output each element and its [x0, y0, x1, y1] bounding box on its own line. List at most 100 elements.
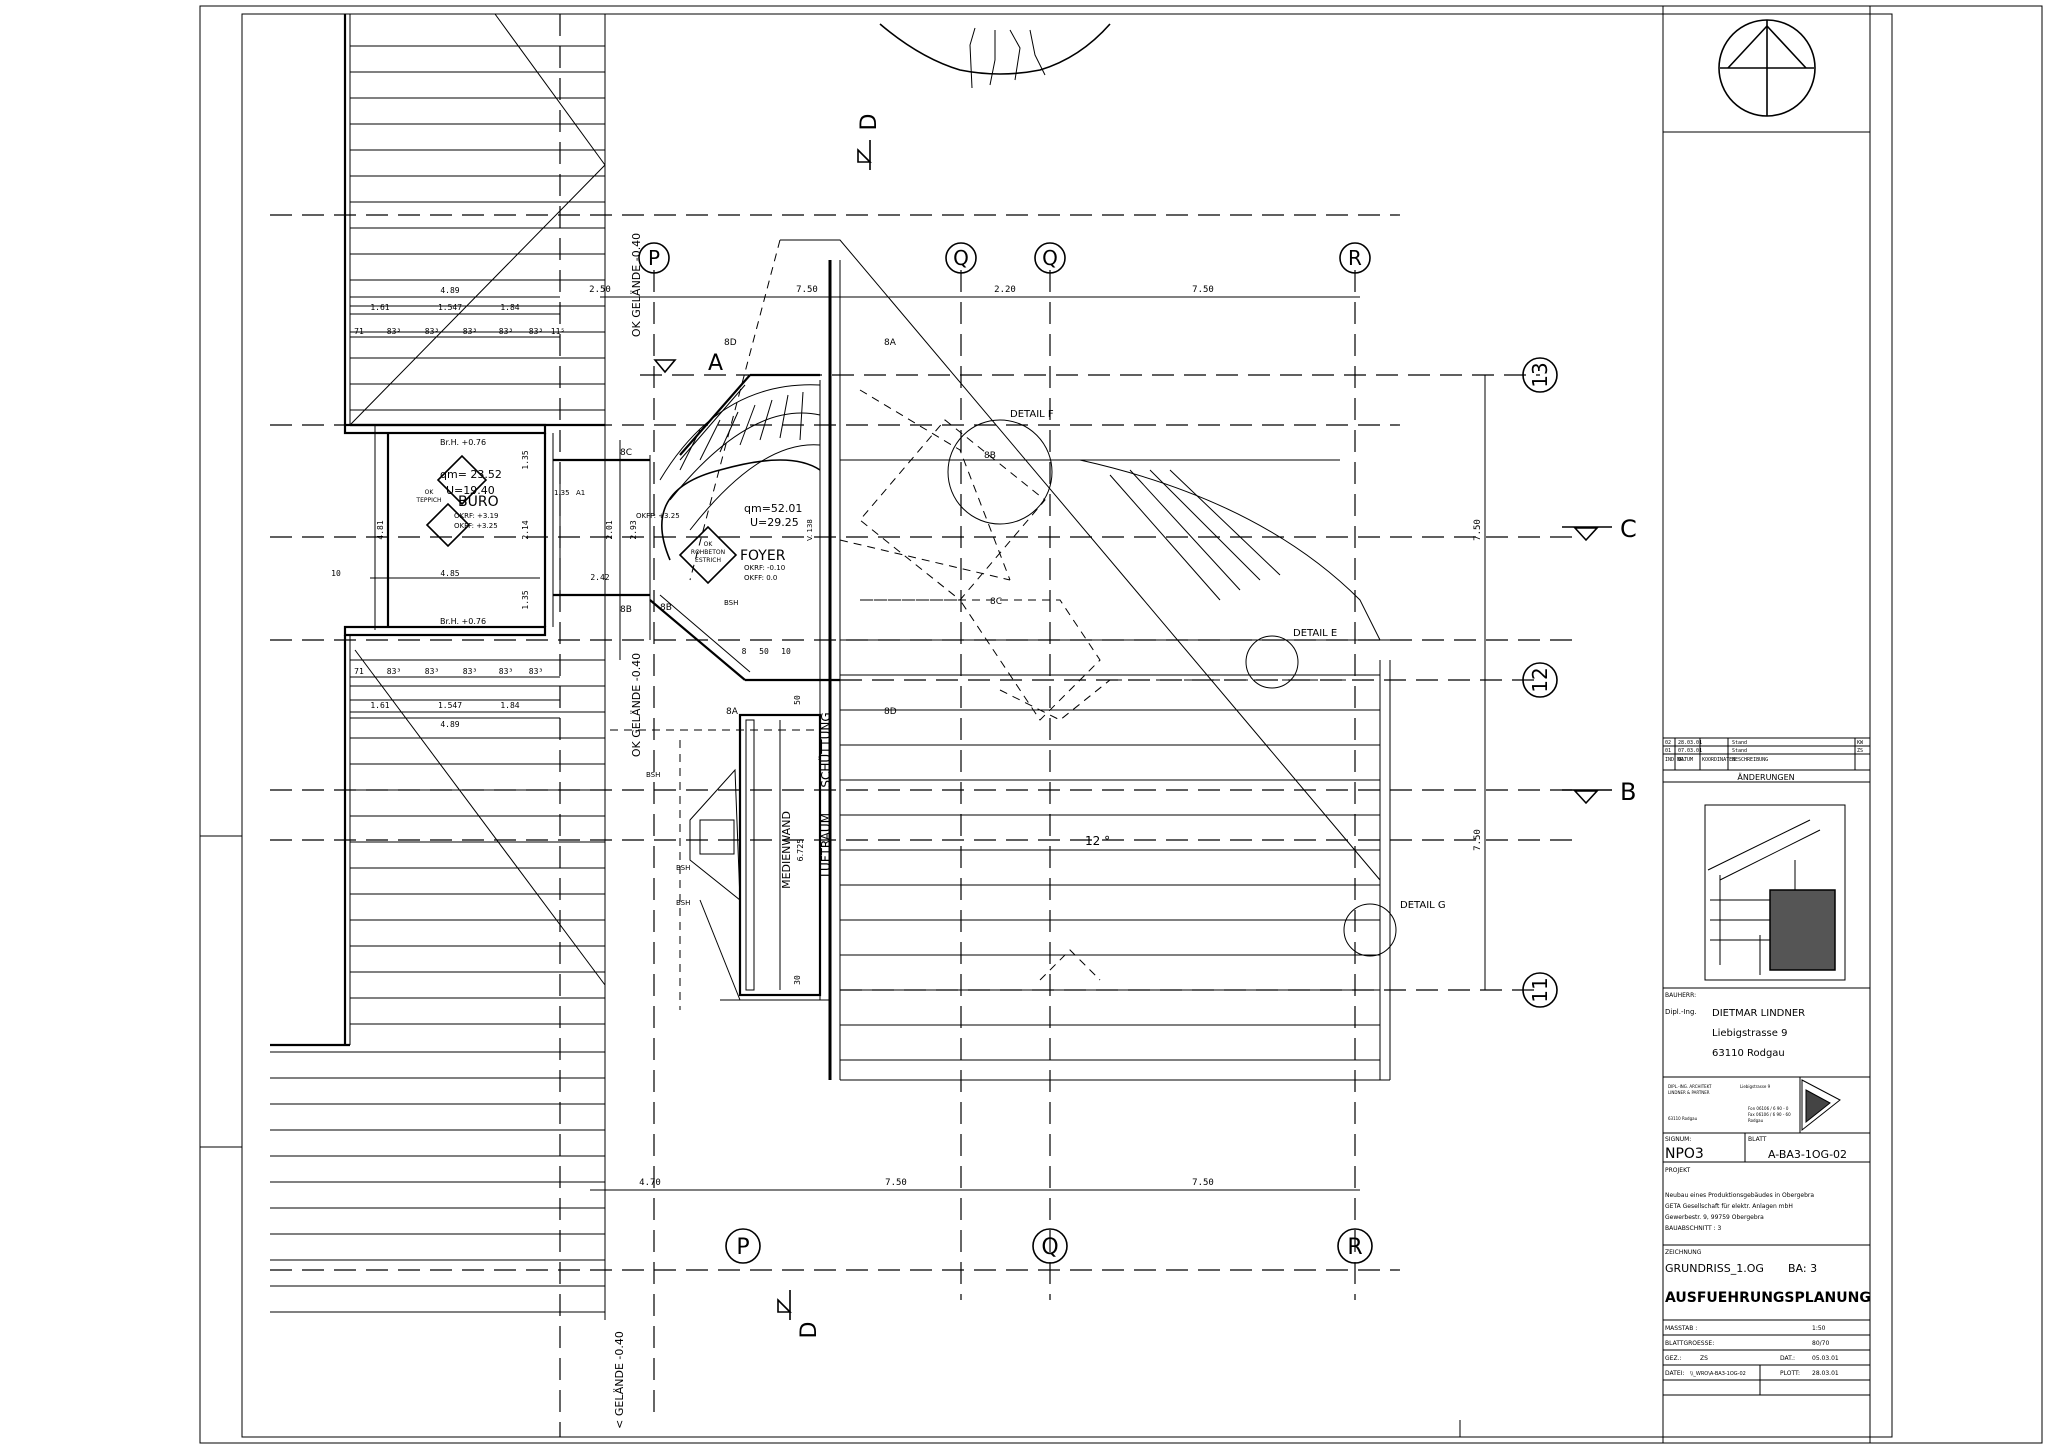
tag-bsh-1: BSH — [646, 771, 660, 779]
gez-value: ZS — [1700, 1355, 1708, 1362]
projekt-line1: Neubau eines Produktionsgebäudes in Ober… — [1665, 1192, 1814, 1199]
axis-bubble-q-top — [1034, 242, 1066, 274]
foyer-okff: OKFF: 0.0 — [744, 574, 777, 582]
roof-lower-left — [270, 635, 606, 1320]
dim-buero-481: 4.81 — [376, 520, 385, 539]
dim-top-q-r: 7.50 — [1192, 285, 1214, 295]
dim-mid-201: 2.01 — [605, 520, 614, 539]
axis-label-r-bottom: R — [1347, 1235, 1362, 1260]
dim-lower-184: 1.84 — [500, 701, 519, 710]
massstab-label: MASSTAB : — [1665, 1325, 1697, 1332]
dat-label: DAT.: — [1780, 1355, 1795, 1362]
dim-lower-161: 1.61 — [370, 701, 389, 710]
rev-header-datum: DATUM — [1678, 757, 1693, 763]
detail-g-circle — [1343, 903, 1397, 957]
tree-symbol — [879, 23, 1111, 89]
dim-bottom-q-r: 7.50 — [1192, 1178, 1214, 1188]
section-a: A — [708, 351, 723, 376]
dim-buero-135b: 1.35 — [521, 590, 530, 609]
axis-label-r-top: R — [1348, 246, 1362, 270]
axis-label-12: 12 — [1528, 667, 1552, 692]
dim-lower-71: 71 — [354, 667, 364, 676]
architect-mail: Rodgau — [1748, 1118, 1764, 1123]
detail-f-label: DETAIL F — [1010, 409, 1054, 420]
foyer-tag-1: OK — [704, 541, 714, 548]
rev-01-by: ZS — [1857, 748, 1863, 754]
tag-v138: V. 138 — [806, 519, 814, 541]
dim-upper-833b: 83³ — [425, 327, 439, 336]
dim-buero-485: 4.85 — [440, 569, 459, 578]
tag-8c: 8C — [620, 448, 632, 458]
tag-bsh-2: BSH — [676, 864, 690, 872]
blatt-value: A-BA3-1OG-02 — [1768, 1148, 1847, 1161]
dim-mid-293: 2.93 — [629, 520, 638, 539]
buero-tag-2: TEPPICH — [415, 497, 441, 504]
axis-bubbles — [638, 242, 1558, 1264]
axis-label-13: 13 — [1528, 362, 1552, 387]
sheet-inner-border — [241, 13, 1893, 1438]
grid-lines — [270, 14, 1580, 1437]
dim-lw-30: 30 — [793, 975, 802, 985]
dim-foyer-8: 8 — [742, 647, 747, 656]
dim-upper-833d: 83³ — [499, 327, 513, 336]
gez-label: GEZ.: — [1665, 1355, 1681, 1362]
rev-01-date: 07.03.01 — [1678, 748, 1702, 754]
tag-8d-bottom: 8D — [884, 707, 897, 717]
blatt-label: BLATT — [1748, 1136, 1767, 1143]
dim-right-13-12: 7.50 — [1473, 519, 1483, 541]
projekt-line3: Gewerbestr. 9, 99759 Obergebra — [1665, 1214, 1764, 1221]
foyer-tag-2: ROHBETON — [691, 549, 725, 556]
axis-bubble-p-top — [638, 242, 670, 274]
section-c: C — [1620, 515, 1637, 543]
tag-8a-top: 8A — [884, 338, 897, 348]
tag-8b-right: 8B — [984, 451, 996, 461]
blattgroesse-label: BLATTGROESSE: — [1665, 1340, 1714, 1347]
axis-bubble-r-top — [1339, 242, 1371, 274]
buero-brh-top: Br.H. +0.76 — [440, 438, 486, 447]
tag-8a-left: 8A — [726, 707, 739, 717]
rev-header-ind: IND NR. — [1665, 757, 1686, 763]
detail-g-label: DETAIL G — [1400, 900, 1446, 911]
projekt-line4: BAUABSCHNITT : 3 — [1665, 1225, 1722, 1232]
title-block — [1662, 6, 1871, 1443]
architect-tel: Fon 06106 / 6 90 - 0 — [1748, 1106, 1789, 1111]
axis-label-qprime-top: Q — [953, 246, 969, 270]
dim-upper-71: 71 — [354, 327, 364, 336]
dim-upper-833a: 83³ — [387, 327, 401, 336]
axis-bubble-q-bottom — [1032, 1228, 1068, 1264]
bauherr-label: BAUHERR: — [1665, 992, 1696, 999]
dim-mid-242: 2.42 — [590, 573, 609, 582]
dim-buero-214: 2.14 — [521, 520, 530, 539]
dimension-lines — [350, 296, 1486, 1191]
axis-bubble-13 — [1522, 357, 1558, 393]
tag-a1: A1 — [576, 489, 585, 497]
rev-02-date: 28.03.01 — [1678, 740, 1702, 746]
blattgroesse-value: 80/70 — [1812, 1340, 1829, 1347]
axis-label-q-bottom: Q — [1041, 1235, 1058, 1260]
detail-e-label: DETAIL E — [1293, 628, 1337, 639]
okff-stair: OKFF: +3.25 — [636, 512, 680, 520]
dim-lower-489: 4.89 — [440, 720, 459, 729]
signum-label: SIGNUM: — [1665, 1136, 1691, 1143]
luftraum-label: LUFTRAUM — [819, 813, 833, 877]
detail-e-circle — [1245, 635, 1299, 689]
tag-8b: 8B — [620, 605, 632, 615]
buero-okrf: OKRF: +3.19 — [454, 512, 498, 520]
projekt-label: PROJEKT — [1665, 1167, 1691, 1174]
dim-left-250: 2.50 — [589, 285, 611, 295]
stair-foyer-area — [553, 260, 841, 1080]
aenderungen-label: ÄNDERUNGEN — [1737, 772, 1794, 782]
bauherr-title: Dipl.-Ing. — [1665, 1008, 1697, 1016]
tag-bsh-m: BSH — [724, 599, 738, 607]
rev-header-besch: BESCHREIBUNG — [1732, 757, 1768, 763]
dim-upper-184: 1.84 — [500, 303, 519, 312]
dim-upper-1547: 1.547 — [438, 303, 462, 312]
axis-label-q-top: Q — [1042, 246, 1058, 270]
rev-01-idx: 01 — [1665, 748, 1671, 754]
rev-02-desc: Stand — [1732, 740, 1747, 746]
foyer-name: FOYER — [740, 548, 786, 564]
buero-name: BÜRO — [458, 492, 499, 510]
section-d-top: D — [857, 114, 882, 131]
dim-upper-833e: 83³ — [529, 327, 543, 336]
